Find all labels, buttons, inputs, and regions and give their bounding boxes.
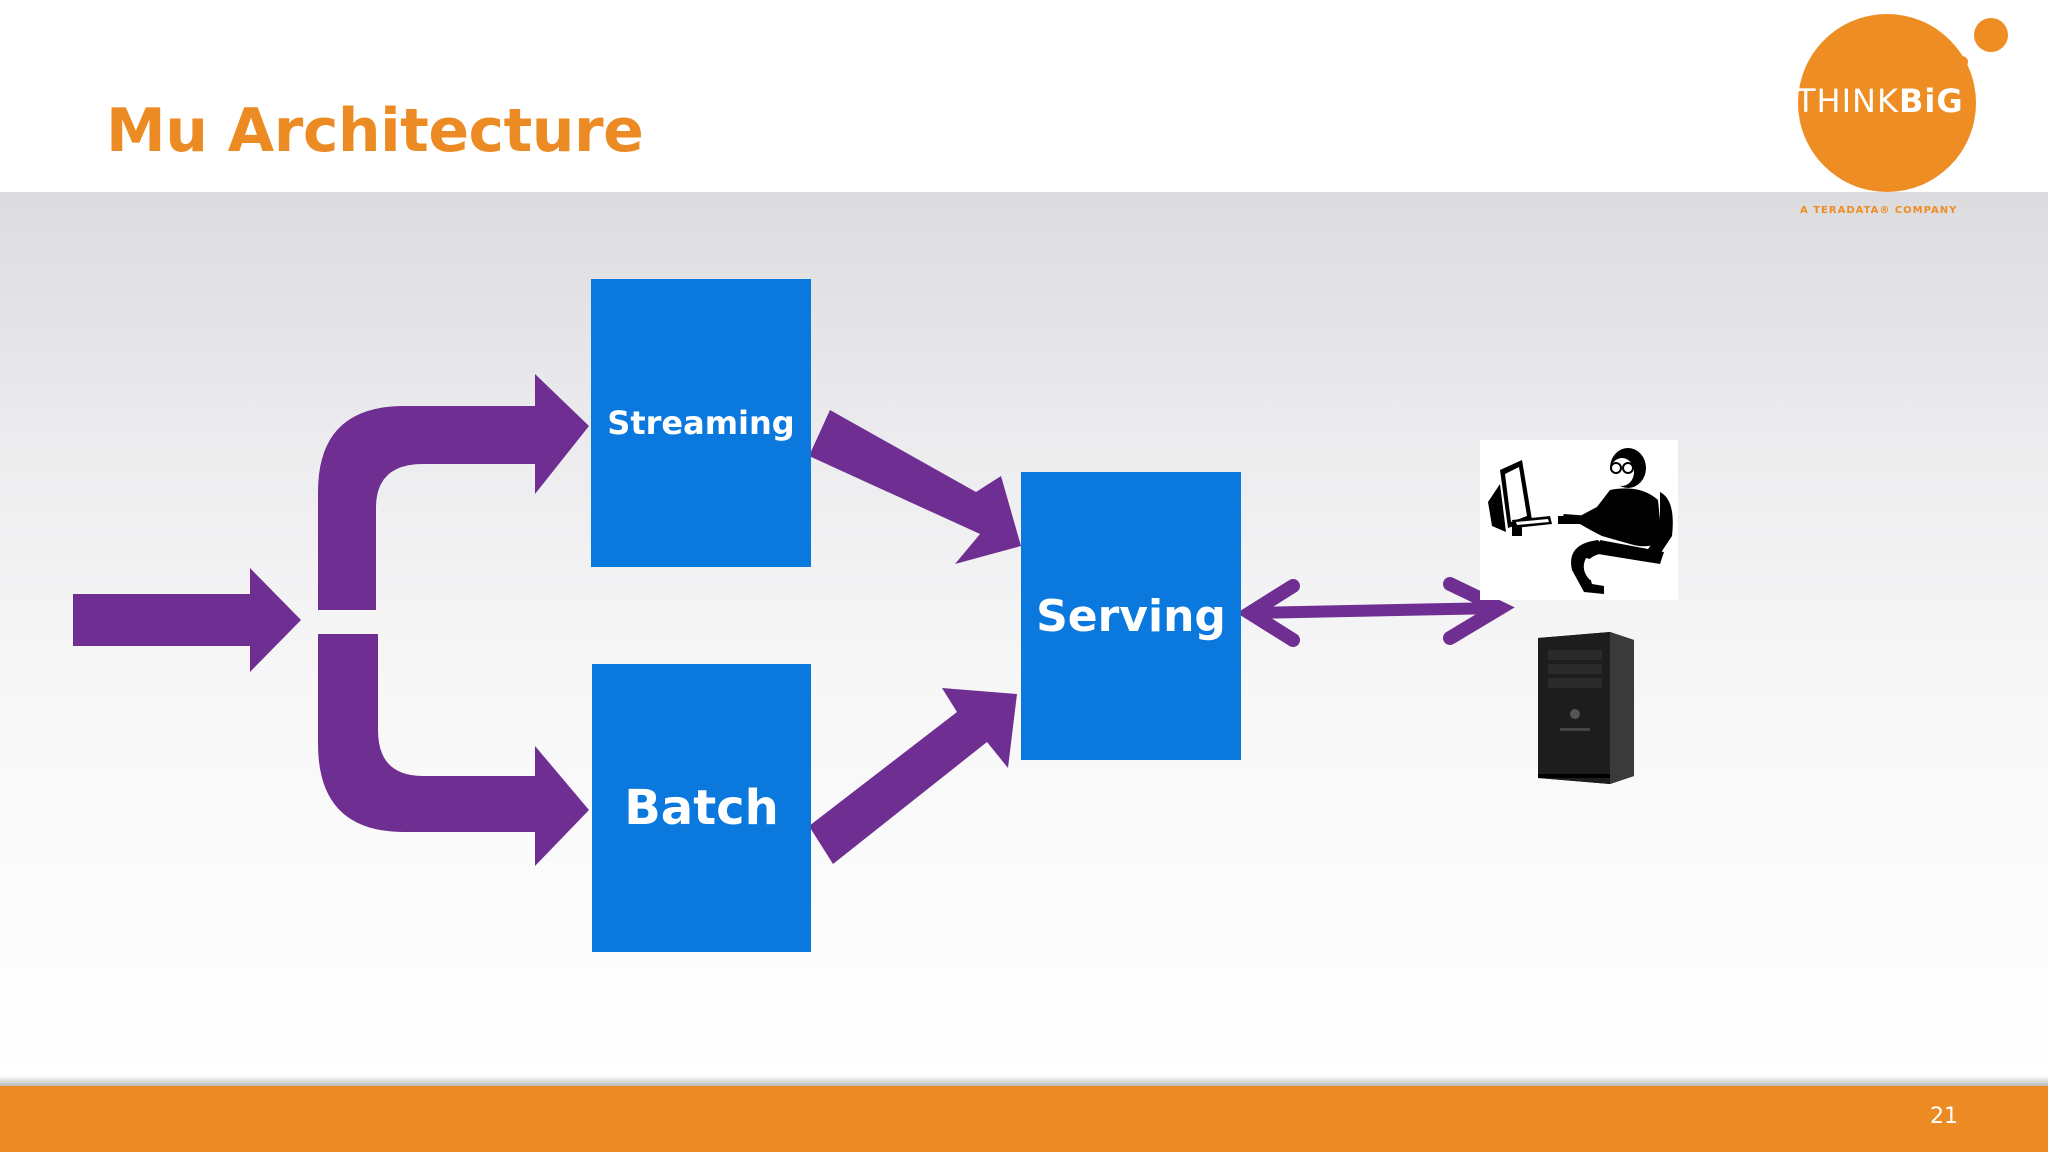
serving-node: Serving [1021,472,1241,760]
logo-dot-large [1974,18,2008,52]
streaming-label: Streaming [607,404,795,442]
batch-label: Batch [624,780,779,836]
streaming-to-serving-arrow [809,410,1021,564]
logo-wordmark-light: THINK [1796,82,1899,120]
batch-to-serving-arrow [809,688,1017,864]
footer-shadow [0,1076,2048,1086]
computer-tower-icon [1538,632,1634,784]
logo-wordmark-bold: BiG [1898,82,1964,120]
slide-title: Mu Architecture [106,96,644,166]
bidirectional-arrow-right-head [1443,577,1515,645]
thinkbig-logo: THINKBiG A TERADATA® COMPANY [1790,10,2020,225]
streaming-node: Streaming [591,279,811,567]
logo-wordmark: THINKBiG [1796,82,1964,120]
logo-circle [1798,14,1976,192]
branch-arrow-to-batch [318,634,589,866]
logo-tagline: A TERADATA® COMPANY [1800,205,1958,216]
input-arrow [73,568,301,672]
branch-arrow-to-streaming [318,374,589,610]
page-number: 21 [1930,1104,1958,1129]
bidirectional-arrow-left-head [1236,579,1300,647]
serving-user-link-arrow [1249,602,1501,619]
serving-label: Serving [1036,590,1226,642]
slide-header [0,0,2048,192]
slide-footer [0,1086,2048,1152]
logo-dot-small [1956,56,1968,68]
batch-node: Batch [592,664,811,952]
person-at-computer-icon [1480,440,1678,600]
